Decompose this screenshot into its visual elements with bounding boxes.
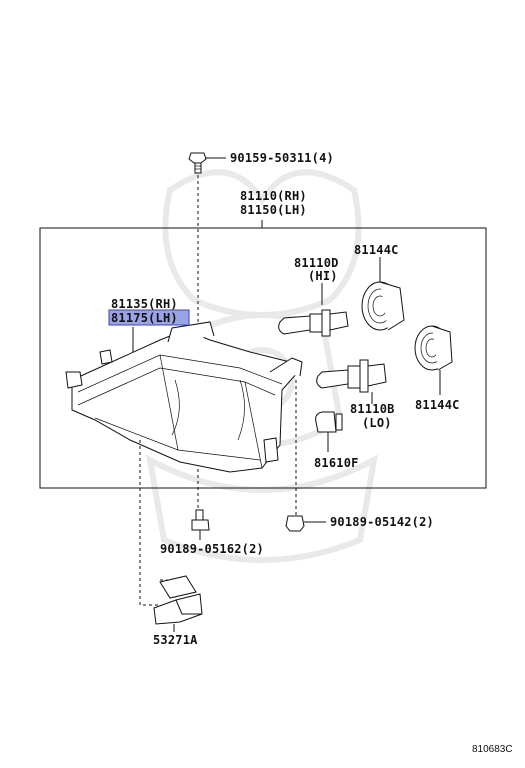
label-upper-cap: 81144C bbox=[354, 243, 399, 257]
label-lo-bulb-tag: (LO) bbox=[362, 416, 392, 430]
mount-bracket bbox=[153, 575, 203, 632]
side-bulb bbox=[315, 411, 343, 452]
upper-cap bbox=[361, 257, 405, 331]
label-hi-bulb-tag: (HI) bbox=[308, 269, 338, 283]
label-housing-lh: 81175(LH) bbox=[111, 311, 178, 325]
headlamp-housing bbox=[65, 321, 303, 473]
label-bracket: 53271A bbox=[153, 633, 198, 647]
hi-bulb bbox=[278, 283, 349, 337]
label-assy-lh: 81150(LH) bbox=[240, 203, 307, 217]
figure-code: 810683C bbox=[472, 744, 513, 755]
lo-bulb bbox=[316, 359, 387, 404]
label-lower-cap: 81144C bbox=[415, 398, 460, 412]
right-bottom-bolt bbox=[285, 515, 326, 532]
bracket-guide bbox=[139, 440, 160, 606]
highlight-box bbox=[108, 309, 190, 326]
label-hi-bulb-number: 81110D bbox=[294, 256, 339, 270]
assembly-frame bbox=[39, 220, 487, 489]
label-left-bottom-bolt: 90189-05162(2) bbox=[160, 542, 264, 556]
label-side-bulb: 81610F bbox=[314, 456, 359, 470]
lower-cap bbox=[414, 325, 453, 395]
label-right-bottom-bolt: 90189-05142(2) bbox=[330, 515, 434, 529]
label-top-bolt: 90159-50311(4) bbox=[230, 151, 334, 165]
label-lo-bulb-number: 81110B bbox=[350, 402, 395, 416]
label-assy-rh: 81110(RH) bbox=[240, 189, 307, 203]
left-bottom-bolt bbox=[191, 509, 210, 540]
label-housing-rh: 81135(RH) bbox=[111, 297, 178, 311]
top-bolt bbox=[188, 152, 226, 174]
